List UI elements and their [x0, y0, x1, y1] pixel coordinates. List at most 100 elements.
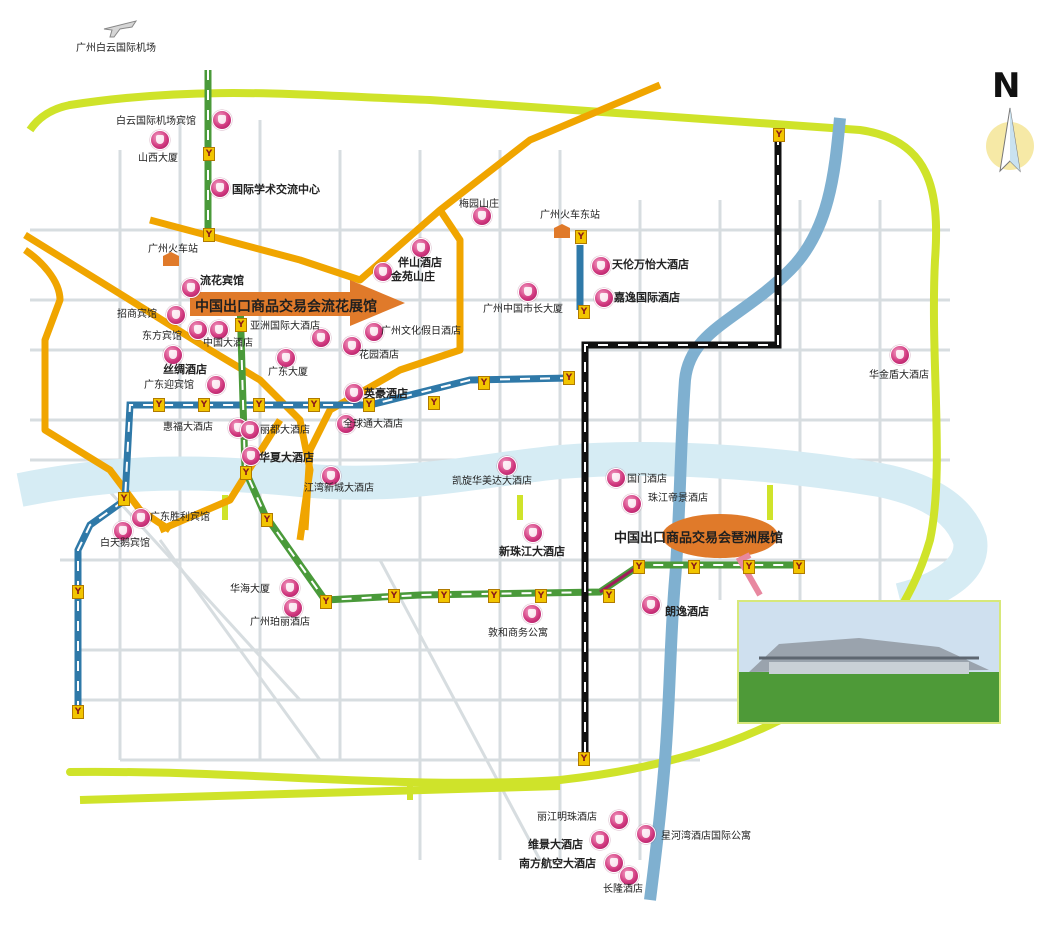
metro-station-marker: Y [478, 376, 490, 390]
hotel-pin[interactable] [619, 866, 639, 886]
place-label: 朗逸酒店 [665, 605, 709, 618]
hotel-pin[interactable] [283, 598, 303, 618]
metro-station-marker: Y [743, 560, 755, 574]
hotel-pin[interactable] [890, 345, 910, 365]
hotel-pin[interactable] [344, 383, 364, 403]
place-label: 广州文化假日酒店 [381, 326, 461, 337]
east-station-icon [554, 224, 570, 238]
place-label: 招商宾馆 [117, 309, 157, 320]
hotel-pin[interactable] [523, 523, 543, 543]
metro-station-marker: Y [575, 230, 587, 244]
hotel-pin[interactable] [276, 348, 296, 368]
metro-station-marker: Y [363, 398, 375, 412]
river-channel [644, 117, 846, 901]
metro-station-marker: Y [773, 128, 785, 142]
metro-station-marker: Y [578, 752, 590, 766]
hotel-pin[interactable] [131, 508, 151, 528]
hotel-pin[interactable] [336, 414, 356, 434]
hotel-pin[interactable] [241, 446, 261, 466]
hotel-pin[interactable] [163, 345, 183, 365]
metro-station-marker: Y [198, 398, 210, 412]
place-label: 山西大厦 [138, 153, 178, 164]
place-label: 金苑山庄 [391, 270, 435, 283]
hotel-pin[interactable] [609, 810, 629, 830]
place-label: 敦和商务公寓 [488, 628, 548, 639]
hotel-pin[interactable] [411, 238, 431, 258]
place-label: 英豪酒店 [364, 387, 408, 400]
place-label: 国际学术交流中心 [232, 183, 320, 196]
pazhou-callout-ellipse [662, 514, 778, 558]
metro-station-marker: Y [688, 560, 700, 574]
metro-station-marker: Y [308, 398, 320, 412]
place-label: 维景大酒店 [528, 838, 583, 851]
hotel-pin[interactable] [113, 521, 133, 541]
metro-station-marker: Y [793, 560, 805, 574]
hotel-pin[interactable] [591, 256, 611, 276]
metro-station-marker: Y [72, 585, 84, 599]
hotel-pin[interactable] [188, 320, 208, 340]
place-label: 丽都大酒店 [260, 425, 310, 436]
place-label: 白天鹅宾馆 [100, 538, 150, 549]
hotel-pin[interactable] [497, 456, 517, 476]
metro-station-marker: Y [235, 318, 247, 332]
hotel-pin[interactable] [641, 595, 661, 615]
metro-line-black [581, 135, 782, 760]
hotel-pin[interactable] [280, 578, 300, 598]
place-label: 中国大酒店 [203, 338, 253, 349]
metro-station-marker: Y [118, 492, 130, 506]
hotel-pin[interactable] [636, 824, 656, 844]
hotel-pin[interactable] [606, 468, 626, 488]
metro-station-marker: Y [203, 147, 215, 161]
metro-station-marker: Y [603, 589, 615, 603]
place-label: 嘉逸国际酒店 [614, 291, 680, 304]
place-label: 广东胜利宾馆 [150, 512, 210, 523]
hotel-pin[interactable] [364, 322, 384, 342]
place-label: 丝绸酒店 [163, 363, 207, 376]
pearl-river [16, 442, 988, 617]
airport-icon [103, 20, 138, 38]
hotel-pin[interactable] [212, 110, 232, 130]
metro-station-marker: Y [72, 705, 84, 719]
metro-station-marker: Y [438, 589, 450, 603]
metro-station-marker: Y [261, 513, 273, 527]
hotel-pin[interactable] [311, 328, 331, 348]
place-label: 广州火车站 [148, 244, 198, 255]
pazhou-pavilion-photo [737, 600, 1001, 724]
place-label: 伴山酒店 [398, 256, 442, 269]
hotel-pin[interactable] [342, 336, 362, 356]
hotel-pin[interactable] [166, 305, 186, 325]
place-label: 东方宾馆 [142, 331, 182, 342]
hotel-pin[interactable] [321, 466, 341, 486]
hotel-pin[interactable] [604, 853, 624, 873]
place-label: 长隆酒店 [603, 884, 643, 895]
liuhua-callout-arrow [190, 280, 405, 326]
pazhou-pointer-arrow [735, 552, 763, 597]
hotel-pin[interactable] [240, 420, 260, 440]
hotel-pin[interactable] [206, 375, 226, 395]
metro-station-marker: Y [320, 595, 332, 609]
hotel-pin[interactable] [210, 178, 230, 198]
hotel-pin[interactable] [150, 130, 170, 150]
hotel-pin[interactable] [209, 320, 229, 340]
pavilion-photo-image [739, 602, 999, 722]
place-label: 梅园山庄 [459, 199, 499, 210]
place-label: 国门酒店 [627, 474, 667, 485]
hotel-pin[interactable] [622, 494, 642, 514]
hotel-pin[interactable] [518, 282, 538, 302]
place-label: 南方航空大酒店 [519, 857, 596, 870]
hotel-pin[interactable] [373, 262, 393, 282]
expressways [23, 81, 662, 541]
metro-station-marker: Y [578, 305, 590, 319]
hotel-pin[interactable] [522, 604, 542, 624]
hotel-pin[interactable] [472, 206, 492, 226]
metro-station-marker: Y [388, 589, 400, 603]
metro-station-marker: Y [203, 228, 215, 242]
metro-station-marker: Y [240, 466, 252, 480]
place-label: 白云国际机场宾馆 [116, 116, 196, 127]
hotel-pin[interactable] [590, 830, 610, 850]
hotel-pin[interactable] [594, 288, 614, 308]
hotel-pin[interactable] [181, 278, 201, 298]
place-label: 广州中国市长大厦 [483, 304, 563, 315]
north-compass: N [980, 66, 1040, 176]
